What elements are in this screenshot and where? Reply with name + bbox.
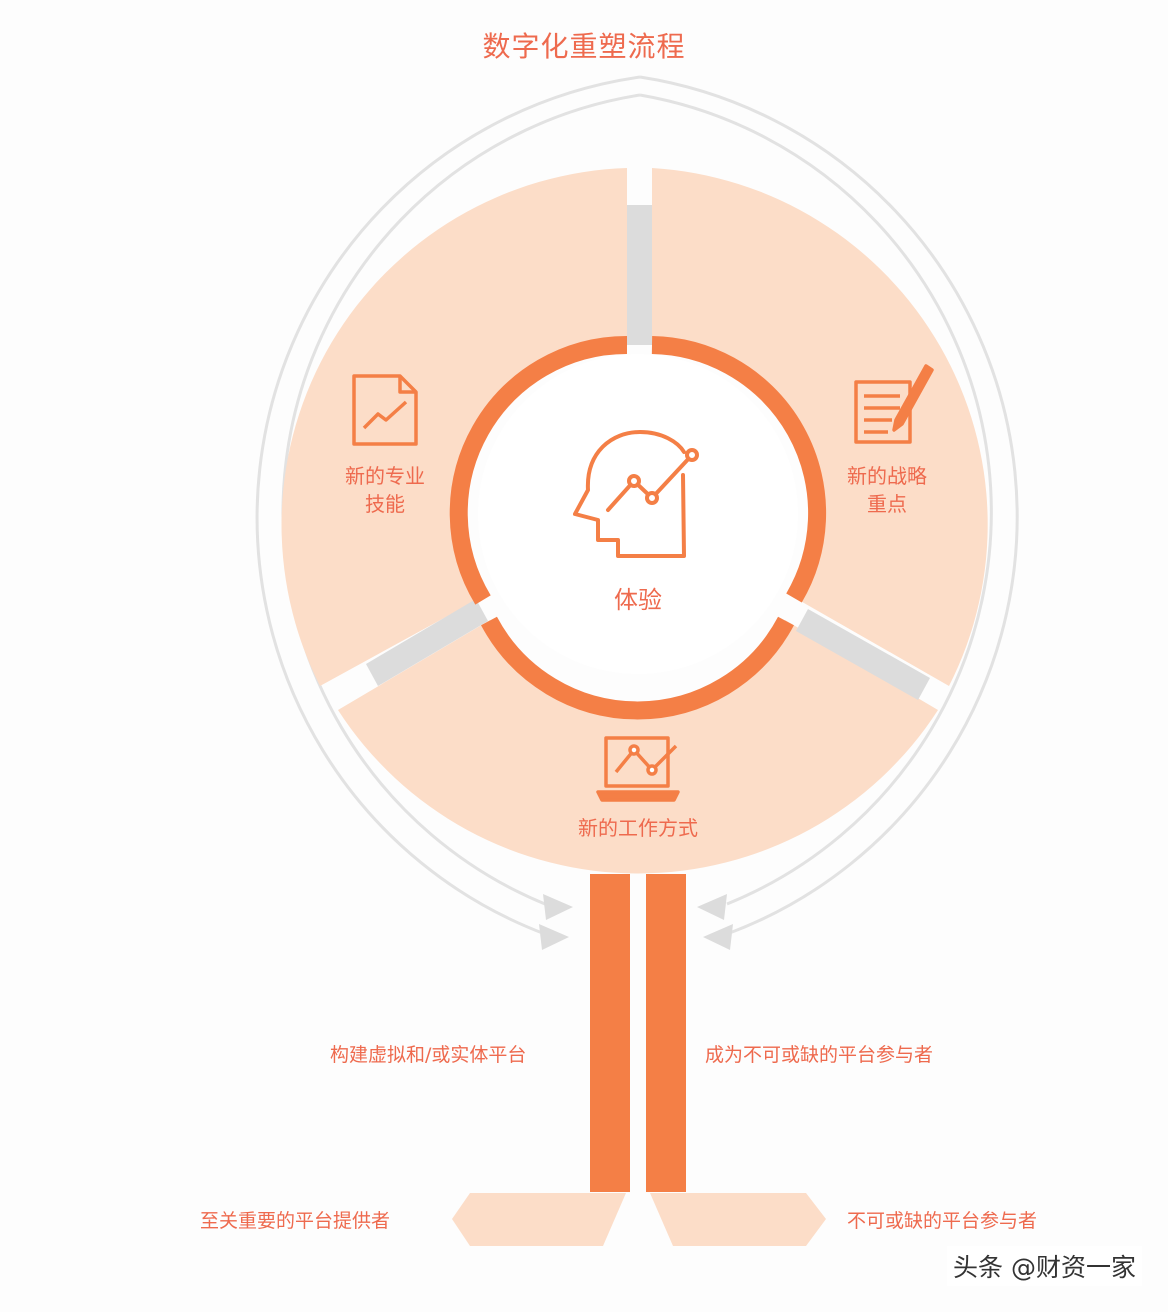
arrowhead-right-2: [703, 924, 733, 950]
outer-cycle-arrows: [255, 75, 1019, 936]
core-disc: [478, 354, 798, 674]
laptop-chart-icon: [596, 736, 680, 802]
segment-label-working-way: 新的工作方式: [578, 816, 698, 840]
core-ring-arc-left: [449, 335, 628, 605]
arrowhead-right-1: [697, 894, 727, 920]
core-ring-arc-right: [651, 336, 827, 603]
segment-top-right: [652, 168, 988, 686]
right-foot: [650, 1193, 826, 1246]
segment-dividers: [366, 205, 930, 700]
outer-arc-right-2: [639, 75, 1019, 936]
outer-arc-right-1: [639, 93, 993, 906]
leg-label-right-bottom: 不可或缺的平台参与者: [847, 1210, 1038, 1232]
segment-top-left: [281, 168, 627, 686]
left-foot: [452, 1193, 626, 1246]
outer-arc-left-2: [255, 75, 641, 936]
leg-label-left-mid: 构建虚拟和/或实体平台: [330, 1044, 527, 1066]
right-leg-bar: [646, 874, 686, 1192]
outer-arc-left-1: [281, 93, 641, 906]
page-title: 数字化重塑流程: [482, 30, 686, 63]
arrowhead-left-2: [539, 924, 569, 950]
leg-label-right-mid: 成为不可或缺的平台参与者: [705, 1044, 934, 1066]
segment-label-skills: 新的专业 技能: [305, 463, 465, 518]
legs: [452, 874, 826, 1246]
segment-label-strategy-line2: 重点: [867, 491, 907, 516]
segment-label-strategy-line1: 新的战略: [847, 464, 927, 488]
leg-label-left-bottom: 至关重要的平台提供者: [200, 1210, 391, 1232]
watermark: 头条 @财资一家: [947, 1246, 1142, 1286]
head-analytics-icon: [573, 430, 699, 558]
arrowheads: [539, 894, 733, 950]
notepad-pen-icon: [854, 364, 934, 444]
divider-top: [627, 205, 652, 345]
document-chart-icon: [352, 374, 418, 446]
segment-label-strategy: 新的战略 重点: [807, 463, 967, 518]
segment-label-skills-line1: 新的专业: [345, 464, 425, 488]
divider-left: [366, 599, 488, 686]
core-ring: [449, 335, 827, 720]
core-ring-arc-bottom: [481, 616, 794, 720]
arrowhead-left-1: [543, 894, 573, 920]
left-leg-bar: [590, 874, 630, 1192]
segment-ring: [281, 168, 988, 874]
center-label: 体验: [614, 586, 662, 614]
segment-label-skills-line2: 技能: [365, 491, 405, 516]
divider-right: [796, 609, 930, 700]
